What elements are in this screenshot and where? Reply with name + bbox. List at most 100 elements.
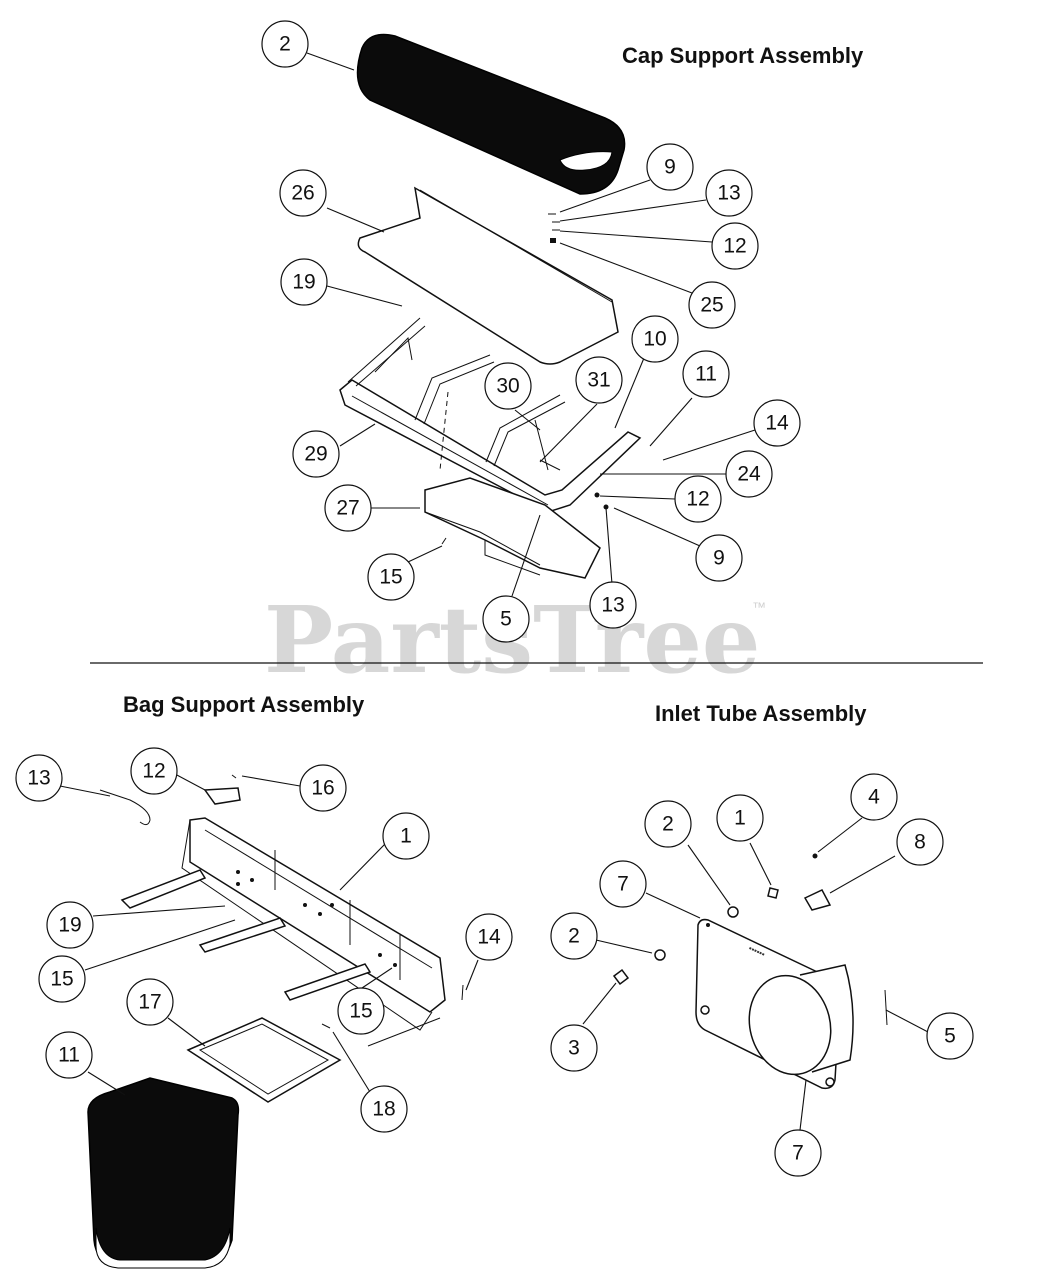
svg-text:9: 9 [713, 547, 725, 570]
bag-part [87, 1077, 240, 1263]
cap-callout-30[interactable]: 30 [484, 362, 532, 410]
bag-frame-holes [236, 870, 397, 967]
hardware-clip [550, 238, 556, 243]
svg-text:9: 9 [664, 156, 676, 179]
svg-text:7: 7 [617, 873, 629, 896]
shield-edge [419, 189, 613, 303]
cap-callout-9[interactable]: 9 [646, 143, 694, 191]
inlet-callout-3[interactable]: 3 [550, 1024, 598, 1072]
cap-callout-26[interactable]: 26 [279, 169, 327, 217]
svg-text:17: 17 [138, 991, 161, 1014]
bag-prong-4 [367, 1017, 441, 1047]
inlet-callout-2-lower[interactable]: 2 [550, 912, 598, 960]
svg-text:13: 13 [601, 594, 624, 617]
bag-callout-15-left[interactable]: 15 [38, 955, 86, 1003]
bag-callout-15-right[interactable]: 15 [337, 987, 385, 1035]
watermark-trademark: ™ [752, 599, 766, 615]
cap-callout-5[interactable]: 5 [482, 595, 530, 643]
cap-callout-19[interactable]: 19 [280, 258, 328, 306]
inlet-callout-8[interactable]: 8 [896, 818, 944, 866]
svg-text:5: 5 [944, 1025, 956, 1048]
bag-callout-16[interactable]: 16 [299, 764, 347, 812]
bracket-part [203, 787, 241, 805]
svg-text:13: 13 [27, 767, 50, 790]
bag-callout-13[interactable]: 13 [15, 754, 63, 802]
inlet-callout-4[interactable]: 4 [850, 773, 898, 821]
bolt-1 [767, 887, 779, 899]
frame-arm-right [485, 394, 566, 467]
bag-base-band [95, 1227, 231, 1269]
cap-callout-12-lower[interactable]: 12 [674, 475, 722, 523]
bag-frame-top-rail [204, 829, 433, 969]
svg-text:26: 26 [291, 182, 314, 205]
cap-support-leaders [306, 52, 756, 597]
cap-callout-2[interactable]: 2 [261, 20, 309, 68]
svg-text:19: 19 [292, 271, 315, 294]
bag-support-drawing [87, 774, 464, 1269]
cap-callout-15[interactable]: 15 [367, 553, 415, 601]
bag-callout-12[interactable]: 12 [130, 747, 178, 795]
inlet-callout-1[interactable]: 1 [716, 794, 764, 842]
latch-8 [803, 889, 832, 911]
gasket-inner [198, 1023, 330, 1095]
plate-hole-1 [700, 1005, 710, 1015]
cap-callout-13-lower[interactable]: 13 [589, 581, 637, 629]
svg-text:12: 12 [686, 488, 709, 511]
frame-brace [374, 336, 413, 373]
cap-part [356, 33, 626, 195]
nut-3 [612, 968, 630, 986]
svg-text:27: 27 [336, 497, 359, 520]
svg-text:12: 12 [142, 760, 165, 783]
svg-text:10: 10 [643, 328, 666, 351]
bag-callout-14[interactable]: 14 [465, 913, 513, 961]
hardware-nut-9 [603, 504, 609, 510]
inlet-tube-leaders [582, 817, 929, 1131]
screw-16 [231, 774, 237, 779]
bag-callout-1[interactable]: 1 [382, 812, 430, 860]
cap-callout-29[interactable]: 29 [292, 430, 340, 478]
bag-prong-2 [198, 917, 287, 953]
deflector-fold [424, 511, 541, 566]
cap-callout-25[interactable]: 25 [688, 281, 736, 329]
bag-prong-3 [283, 963, 372, 1001]
svg-text:31: 31 [587, 369, 610, 392]
plate-hole-4 [706, 923, 710, 927]
svg-text:15: 15 [349, 1000, 372, 1023]
shield-part [357, 186, 619, 365]
cap-callout-14[interactable]: 14 [753, 399, 801, 447]
inlet-tube-opening [748, 974, 832, 1076]
bag-callout-19[interactable]: 19 [46, 901, 94, 949]
screw-4 [812, 853, 818, 859]
cap-callout-11[interactable]: 11 [682, 350, 730, 398]
cap-callout-13[interactable]: 13 [705, 169, 753, 217]
bag-callout-17[interactable]: 17 [126, 978, 174, 1026]
svg-text:30: 30 [496, 375, 519, 398]
cap-callout-9-lower[interactable]: 9 [695, 534, 743, 582]
hardware-washer-12 [594, 492, 600, 498]
bag-callout-11[interactable]: 11 [45, 1031, 93, 1079]
svg-text:8: 8 [914, 831, 926, 854]
bag-support-leaders [59, 773, 479, 1096]
svg-text:16: 16 [311, 777, 334, 800]
svg-text:11: 11 [695, 363, 717, 386]
svg-text:14: 14 [765, 412, 789, 435]
bag-callout-18[interactable]: 18 [360, 1085, 408, 1133]
inlet-callout-7-lower[interactable]: 7 [774, 1129, 822, 1177]
svg-text:2: 2 [279, 33, 291, 56]
cap-callout-31[interactable]: 31 [575, 356, 623, 404]
svg-text:2: 2 [568, 925, 580, 948]
cap-support-drawing [339, 33, 642, 579]
bolt-15 [441, 537, 447, 545]
inlet-callout-2-upper[interactable]: 2 [644, 800, 692, 848]
cap-callout-24[interactable]: 24 [725, 450, 773, 498]
cap-callout-12[interactable]: 12 [711, 222, 759, 270]
bolt-5 [884, 989, 888, 1026]
cap-callout-27[interactable]: 27 [324, 484, 372, 532]
svg-text:19: 19 [58, 914, 81, 937]
inlet-callout-5[interactable]: 5 [926, 1012, 974, 1060]
bag-frame-part [189, 817, 446, 1013]
inlet-callout-7-upper[interactable]: 7 [599, 860, 647, 908]
cap-callout-10[interactable]: 10 [631, 315, 679, 363]
bolt-14 [461, 984, 464, 1001]
